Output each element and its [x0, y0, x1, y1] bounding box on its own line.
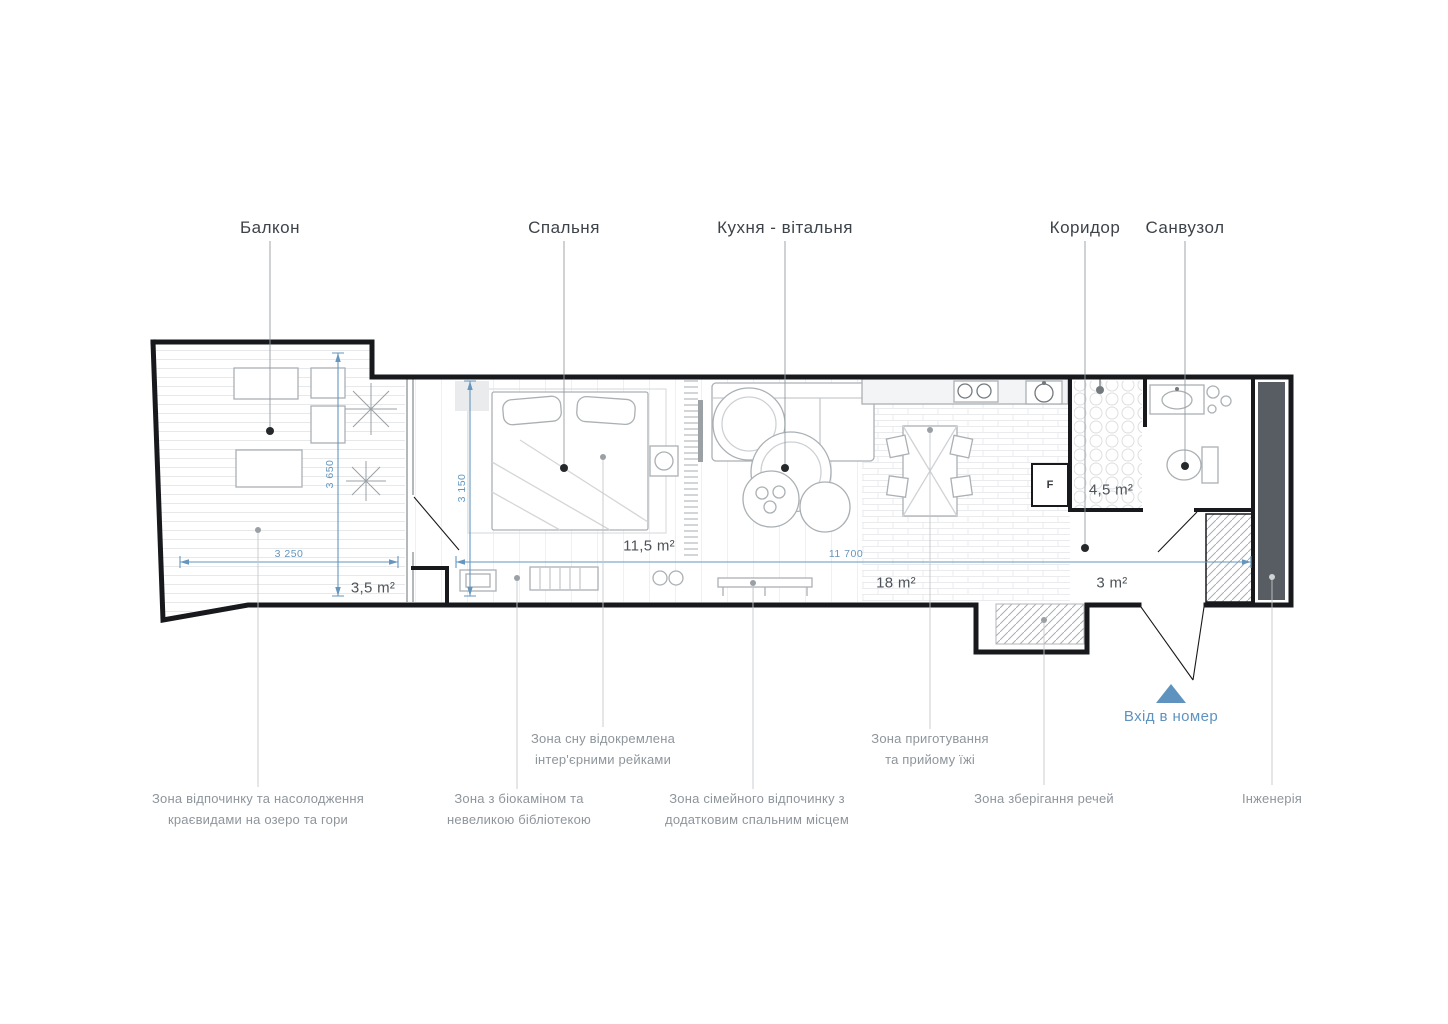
- coffee-table: [742, 470, 800, 528]
- annotation-sleep-zone: Зона сну відокремлена інтер'єрними рейка…: [530, 731, 675, 767]
- area-label-balcony: 3,5 m²: [350, 579, 396, 597]
- engineering-shaft: [1258, 382, 1285, 600]
- area-label-corridor: 3 m²: [1096, 574, 1128, 592]
- room-leader-dots: [266, 427, 1189, 552]
- entrance-mat: [995, 603, 1085, 645]
- library-bench: [529, 566, 599, 591]
- console-bench: [717, 577, 813, 588]
- living-furniture: [684, 380, 875, 596]
- room-label-balcony: Балкон: [239, 218, 301, 237]
- dimension-label-3650: 3 650: [324, 459, 336, 489]
- area-label-kitchen-living: 18 m²: [876, 574, 916, 592]
- chair: [885, 475, 909, 499]
- door-leaves: [413, 496, 1205, 681]
- annotation-cooking-zone: Зона приготування та прийому їжі: [871, 731, 989, 767]
- shower-head-icon: [1096, 386, 1104, 394]
- annotation-leader-lines: [257, 433, 1273, 789]
- chair: [949, 434, 974, 459]
- balcony-furniture: [233, 367, 397, 501]
- walls: [150, 339, 1294, 655]
- plant-icon: [345, 383, 397, 501]
- tv: [698, 400, 703, 462]
- room-label-corridor: Коридор: [1049, 218, 1121, 237]
- dimension-label-3150: 3 150: [456, 473, 468, 503]
- annotation-fireplace-zone: Зона з біокаміном та невеликою бібліотек…: [447, 791, 591, 827]
- chair: [885, 434, 910, 459]
- fridge: [1031, 463, 1069, 507]
- room-label-bathroom: Санвузол: [1145, 218, 1225, 237]
- chair: [950, 474, 974, 498]
- room-label-kitchen-living: Кухня - вітальня: [717, 218, 853, 237]
- room-label-bedroom: Спальня: [528, 218, 600, 237]
- bedroom-furniture: [455, 381, 684, 592]
- room-leader-lines: [269, 241, 1186, 545]
- entrance-label: Вхід в номер: [1123, 708, 1219, 725]
- bed: [491, 391, 649, 531]
- glass-partition: [406, 379, 414, 602]
- wardrobe: [1205, 513, 1253, 603]
- fridge-label: F: [1046, 479, 1054, 491]
- dimension-label-11700: 11 700: [828, 548, 864, 560]
- annotation-leader-dots: [255, 427, 1275, 623]
- annotation-engineering: Інженерія: [1241, 791, 1303, 806]
- entrance-arrow-icon: [1156, 684, 1186, 703]
- slat-partition: [684, 380, 698, 556]
- kitchen-furniture: [861, 378, 1069, 517]
- dimension-lines: [179, 352, 1252, 597]
- area-label-bedroom: 11,5 m²: [623, 537, 675, 555]
- area-label-bathroom: 4,5 m²: [1088, 481, 1134, 499]
- annotation-balcony-zone: Зона відпочинку та насолодження краєвида…: [151, 791, 365, 827]
- pillow: [576, 395, 636, 426]
- pillow: [502, 395, 562, 426]
- annotation-storage-zone: Зона зберігання речей: [974, 791, 1114, 806]
- toilet-tank: [1201, 446, 1219, 484]
- annotation-family-zone: Зона сімейного відпочинку з додатковим с…: [665, 791, 849, 827]
- pouf: [799, 481, 851, 533]
- dimension-label-3250: 3 250: [274, 548, 304, 560]
